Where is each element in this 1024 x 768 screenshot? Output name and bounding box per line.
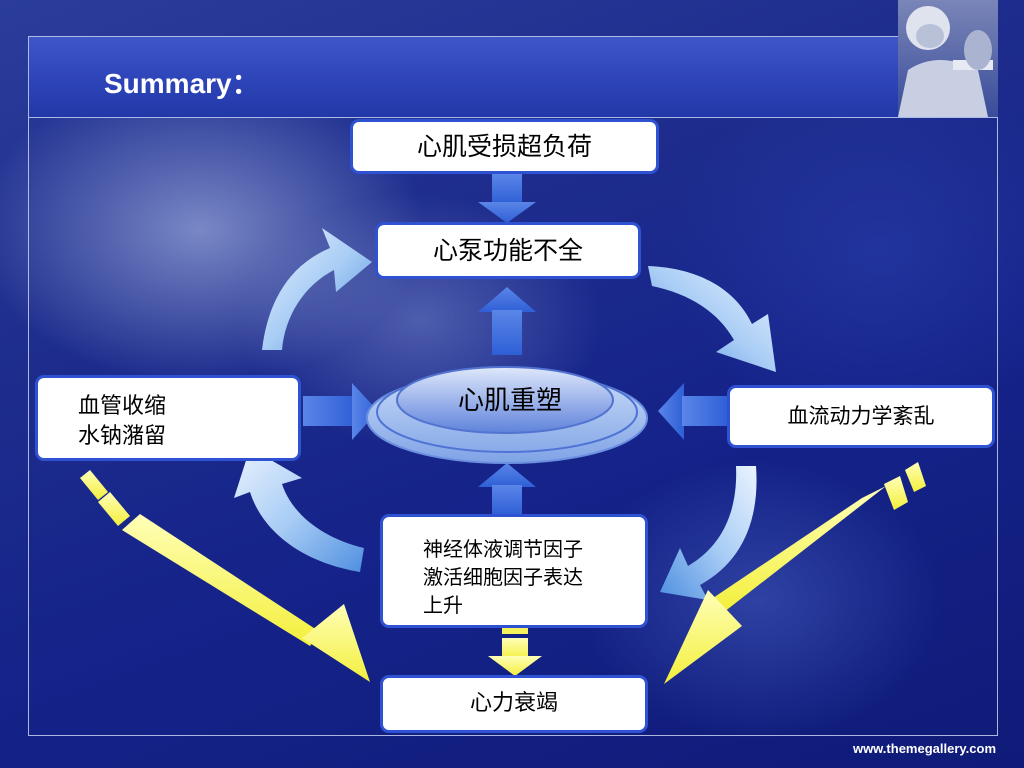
center-myocardial-remodeling-label: 心肌重塑 [457, 386, 562, 416]
box-neurohumoral-factors: 神经体液调节因子 激活细胞因子表达 上升 [380, 514, 648, 628]
arrow-right-left [303, 383, 378, 440]
surgeon-photo [898, 0, 998, 117]
arrow-up-bottom [478, 463, 536, 515]
box-hemodynamic-disorder: 血流动力学紊乱 [727, 385, 995, 448]
slide-frame [28, 36, 998, 736]
yellow-arrow-down [488, 628, 542, 676]
box-vasoconstriction-line-2: 水钠潴留 [78, 424, 167, 449]
yellow-arrow-left [80, 470, 370, 682]
curved-arrow-lower-right [660, 466, 757, 600]
box-pump-dysfunction-label: 心泵功能不全 [432, 236, 583, 265]
box-vasoconstriction-line-1: 血管收缩 [78, 394, 167, 419]
yellow-arrow-right [664, 462, 926, 684]
arrow-down-top [478, 174, 536, 223]
box-myocardial-injury-overload-label: 心肌受损超负荷 [416, 132, 592, 161]
box-neurohumoral-line-2: 激活细胞因子表达 [423, 565, 583, 589]
box-heart-failure-label: 心力衰竭 [469, 691, 558, 716]
slide-title: Summary： [104, 68, 260, 99]
box-myocardial-injury-overload: 心肌受损超负荷 [350, 119, 659, 174]
arrow-up-center [478, 287, 536, 355]
box-heart-failure: 心力衰竭 [380, 675, 648, 733]
footer-url: www.themegallery.com [852, 741, 996, 756]
box-vasoconstriction: 血管收缩 水钠潴留 [35, 375, 301, 461]
arrow-left-right [658, 383, 728, 440]
box-neurohumoral-line-3: 上升 [423, 593, 463, 617]
box-pump-dysfunction: 心泵功能不全 [375, 222, 641, 279]
curved-arrow-upper-left [262, 228, 372, 350]
title-bar [29, 37, 997, 118]
box-neurohumoral-line-1: 神经体液调节因子 [423, 537, 583, 561]
curved-arrow-lower-left [234, 448, 364, 572]
center-ellipse [366, 366, 648, 464]
box-hemodynamic-disorder-label: 血流动力学紊乱 [787, 404, 935, 428]
curved-arrow-upper-right [648, 266, 776, 372]
